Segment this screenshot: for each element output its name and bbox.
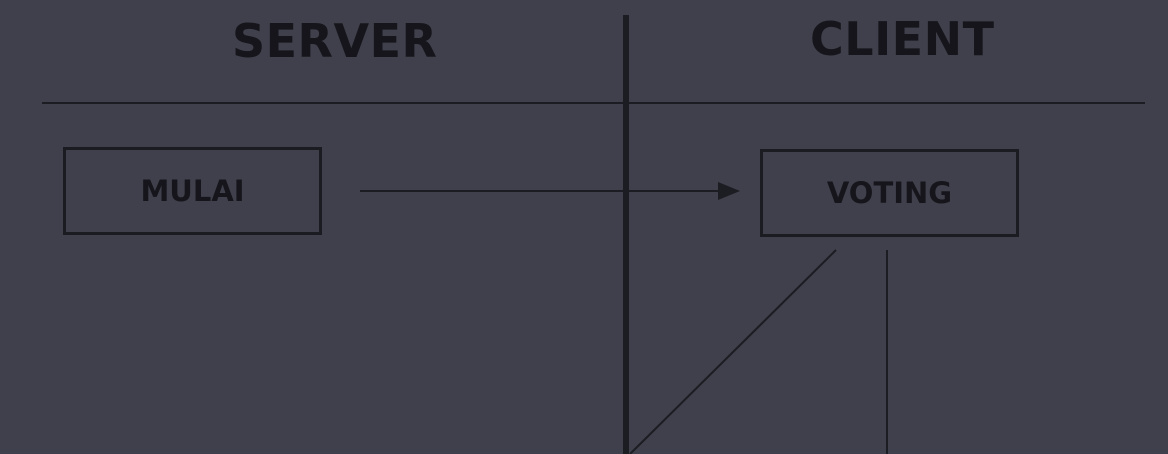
diagonal-line xyxy=(629,249,837,454)
mulai-box: MULAI xyxy=(63,147,322,235)
mulai-label: MULAI xyxy=(140,174,245,208)
voting-box: VOTING xyxy=(760,149,1019,237)
voting-label: VOTING xyxy=(826,176,953,210)
arrowhead xyxy=(718,182,740,200)
server-heading: SERVER xyxy=(232,14,438,68)
client-heading: CLIENT xyxy=(810,12,995,66)
